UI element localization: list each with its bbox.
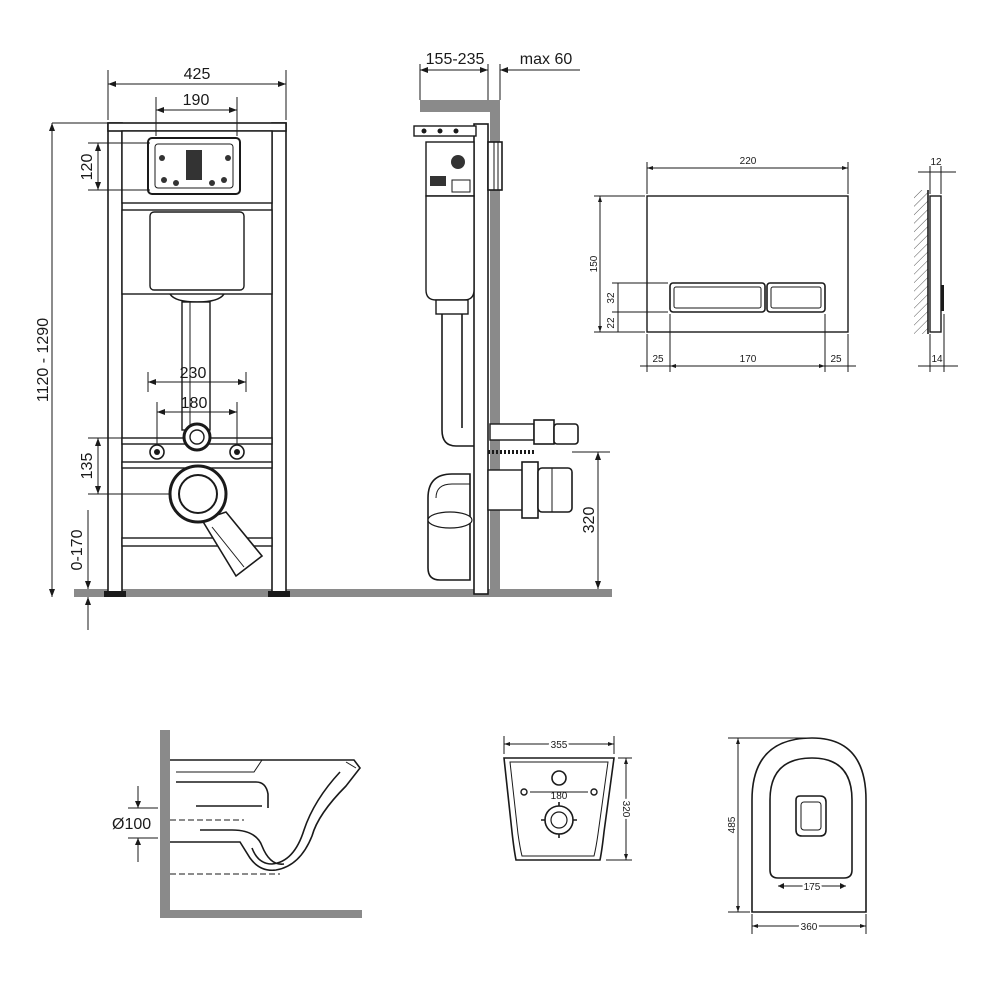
dim-outlet-diameter: Ø100 (112, 786, 158, 862)
flush-plate-profile (929, 195, 942, 333)
dim-back-stud-label: 180 (551, 791, 568, 802)
bowl-wall (160, 730, 170, 916)
dim-wall-depth: 155-235 (419, 51, 489, 100)
cistern-side (425, 195, 475, 301)
dim-top-length: 485 (725, 737, 808, 913)
dim-top-offset: 120 (79, 142, 150, 191)
dim-stud-inner-label: 180 (181, 395, 208, 412)
dim-thickness-bottom: 14 (918, 314, 958, 372)
flush-plate-side: 12 14 (914, 157, 958, 372)
bolt-icon (225, 155, 231, 161)
frame-top-bar (107, 122, 287, 132)
frame-upright-left (107, 122, 123, 594)
dim-max-depth-label: max 60 (520, 51, 573, 68)
dim-plate-front-height: 150 (589, 195, 645, 333)
flush-plate-front: 220 150 32 22 25 170 25 (589, 156, 856, 372)
foot-right (268, 591, 290, 597)
bowl-top-rim (769, 757, 853, 879)
bowl-drain (795, 795, 827, 837)
bowl-back-view: 180 355 320 (503, 736, 633, 861)
dim-outlet-height-label: 320 (581, 507, 598, 534)
bolt-icon (173, 180, 179, 186)
dim-plate-front-width: 220 (646, 156, 849, 194)
dim-back-height-label: 320 (620, 801, 631, 818)
bolt-icon (221, 177, 227, 183)
foot-left (104, 591, 126, 597)
frame-upright-right (271, 122, 287, 594)
dim-height: 1120 - 1290 (35, 122, 108, 597)
flush-pipe (181, 301, 211, 431)
cistern-outlet (169, 293, 225, 303)
dim-top-width: 360 (751, 914, 867, 935)
floor-line (74, 589, 612, 597)
dim-plate-front-height-label: 150 (589, 255, 600, 272)
wall-section (490, 100, 500, 590)
wall-hatch (914, 190, 928, 334)
dim-outlet-diameter-label: Ø100 (112, 816, 151, 833)
frame-side-view: 155-235 max 60 320 (413, 51, 610, 595)
frame-bottom-bar (121, 537, 273, 547)
dim-thickness-bottom-label: 14 (931, 354, 943, 365)
dim-margin-left-label: 25 (652, 354, 664, 365)
dim-top-length-label: 485 (727, 816, 738, 833)
dim-foot-adjust-label: 0-170 (69, 529, 86, 570)
bowl-top-view: 175 360 485 (725, 737, 867, 935)
dim-plate-width-label: 190 (183, 92, 210, 109)
bowl-floor (160, 910, 362, 918)
wall-bracket (413, 125, 477, 137)
back-stud-left (520, 788, 528, 796)
inlet-side (489, 423, 535, 441)
dim-back-height: 320 (606, 757, 633, 861)
dim-back-width: 355 (503, 736, 615, 754)
dim-button-width-label: 170 (740, 354, 757, 365)
dim-wall-depth-label: 155-235 (426, 51, 485, 68)
dim-height-label: 1120 - 1290 (35, 318, 52, 402)
back-stud-right (590, 788, 598, 796)
bowl-side-section: Ø100 (112, 730, 362, 918)
dim-width-label: 425 (184, 66, 211, 83)
back-inlet (551, 770, 567, 786)
dim-top-stud: 175 (778, 880, 846, 895)
flush-housing (487, 141, 503, 191)
dim-plate-bottom: 25 170 25 (640, 314, 856, 372)
dim-stud-outer-label: 230 (180, 365, 207, 382)
dim-button-height: 32 (606, 282, 668, 313)
bolt-icon (209, 180, 215, 186)
dim-plate-front-width-label: 220 (740, 156, 757, 167)
dim-button-offset-label: 22 (606, 317, 617, 329)
dim-back-stud: 180 (530, 791, 588, 802)
dim-margin-right-label: 25 (830, 354, 842, 365)
frame-front-view: 425 190 1120 - 1290 120 230 (35, 66, 612, 630)
flush-mechanism (186, 150, 202, 180)
dim-width: 425 (107, 66, 287, 120)
dim-plate-width: 190 (155, 92, 238, 136)
dim-back-width-label: 355 (551, 740, 568, 751)
dim-thickness-top-label: 12 (930, 157, 942, 168)
dim-button-height-label: 32 (606, 292, 617, 304)
dim-top-stud-label: 175 (804, 882, 821, 893)
bolt-icon (159, 155, 165, 161)
bowl-outer (170, 759, 362, 872)
dim-button-offset: 22 (606, 312, 619, 332)
dim-top-width-label: 360 (801, 922, 818, 933)
dim-outlet-offset: 135 (79, 437, 170, 495)
dim-stud-outer: 230 (147, 365, 247, 392)
dim-top-offset-label: 120 (79, 154, 96, 181)
dim-foot-adjust: 0-170 (69, 510, 91, 630)
dim-max-depth: max 60 (499, 51, 580, 100)
flush-pipe-side (441, 300, 474, 447)
dim-outlet-offset-label: 135 (79, 453, 96, 480)
bolt-icon (161, 177, 167, 183)
frame-side-upright (473, 123, 489, 595)
dim-stud-inner: 180 (156, 395, 238, 444)
dim-outlet-height: 320 (572, 451, 610, 589)
dim-thickness-top: 12 (918, 157, 956, 194)
cistern-front (149, 211, 245, 291)
bowl-top-outline (751, 737, 867, 913)
wall-top (420, 100, 500, 112)
